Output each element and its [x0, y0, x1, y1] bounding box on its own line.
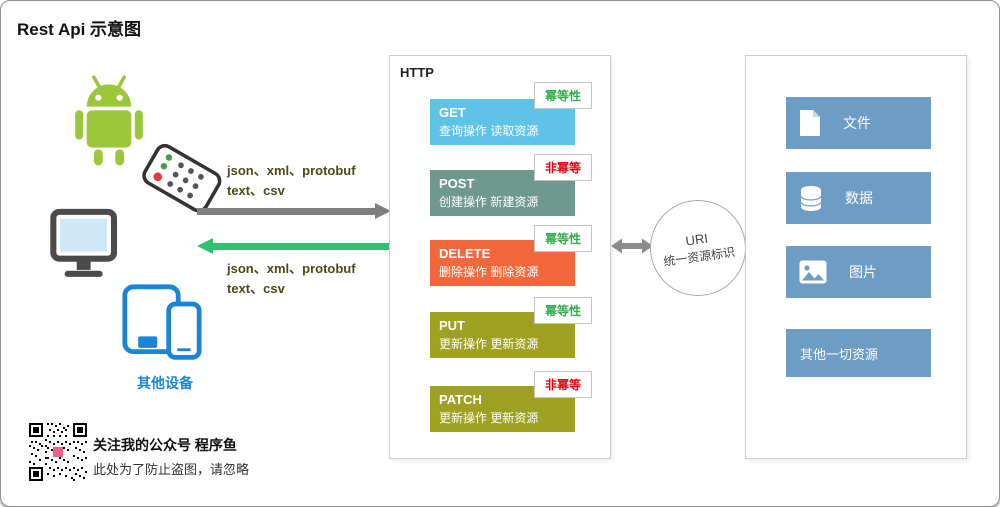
- response-formats-line1: json、xml、protobuf: [227, 261, 356, 276]
- resource-label: 图片: [849, 264, 877, 280]
- resource-block-data: 数据: [786, 172, 931, 224]
- resource-label: 数据: [845, 190, 873, 206]
- method-desc: 更新操作 更新资源: [439, 337, 539, 351]
- request-formats-text: json、xml、protobuf text、csv: [227, 161, 397, 201]
- idempotency-badge-put: 幂等性: [534, 297, 593, 324]
- resource-block-other: 其他一切资源: [786, 329, 931, 377]
- http-panel: HTTP 幂等性 GET 查询操作 读取资源 非幂等 POST 创建操作 新建资…: [389, 55, 611, 459]
- request-arrow-head: [375, 203, 391, 219]
- file-icon: [799, 109, 821, 137]
- footer-account-text: 关注我的公众号 程序鱼: [93, 437, 237, 453]
- method-name: DELETE: [439, 246, 491, 261]
- other-devices-label: 其他设备: [137, 375, 193, 391]
- resource-block-image: 图片: [786, 246, 931, 298]
- idempotency-badge-post: 非幂等: [534, 154, 593, 181]
- image-icon: [799, 260, 827, 284]
- qr-code: [29, 423, 87, 486]
- response-formats-text: json、xml、protobuf text、csv: [227, 259, 397, 299]
- method-desc: 更新操作 更新资源: [439, 411, 539, 425]
- method-name: PUT: [439, 318, 465, 333]
- database-icon: [799, 185, 823, 212]
- method-desc: 创建操作 新建资源: [439, 195, 539, 209]
- footer-note-text: 此处为了防止盗图，请忽略: [93, 462, 250, 477]
- tablet-phone-icon: [119, 283, 205, 370]
- idempotency-badge-delete: 幂等性: [534, 225, 593, 252]
- request-formats-line1: json、xml、protobuf: [227, 163, 356, 178]
- method-desc: 查询操作 读取资源: [439, 124, 539, 138]
- response-arrow-icon: [197, 238, 391, 254]
- request-formats-line2: text、csv: [227, 183, 285, 198]
- monitor-icon: [49, 207, 127, 298]
- idempotency-badge-get: 幂等性: [534, 82, 593, 109]
- method-name: PATCH: [439, 392, 482, 407]
- resource-label: 其他一切资源: [800, 346, 879, 362]
- method-name: GET: [439, 105, 466, 120]
- idempotency-badge-patch: 非幂等: [534, 371, 593, 398]
- http-panel-title: HTTP: [400, 65, 434, 80]
- uri-circle: URI 统一资源标识: [650, 200, 746, 296]
- request-arrow-icon: [197, 203, 391, 219]
- page-title: Rest Api 示意图: [17, 20, 142, 39]
- response-arrow-head: [197, 238, 213, 254]
- resource-block-file: 文件: [786, 97, 931, 149]
- resource-label: 文件: [843, 115, 871, 131]
- resources-panel: 文件 数据 图片: [745, 55, 967, 459]
- http-uri-arrow-icon: [611, 237, 653, 260]
- method-name: POST: [439, 176, 475, 191]
- android-icon: [63, 71, 155, 174]
- phone-icon: [137, 139, 230, 219]
- method-desc: 删除操作 删除资源: [439, 265, 539, 279]
- response-arrow-shaft: [213, 243, 391, 250]
- response-formats-line2: text、csv: [227, 281, 285, 296]
- uri-text: URI 统一资源标识: [660, 226, 736, 271]
- request-arrow-shaft: [197, 208, 375, 215]
- method-block-put: PUT 更新操作 更新资源: [430, 312, 575, 358]
